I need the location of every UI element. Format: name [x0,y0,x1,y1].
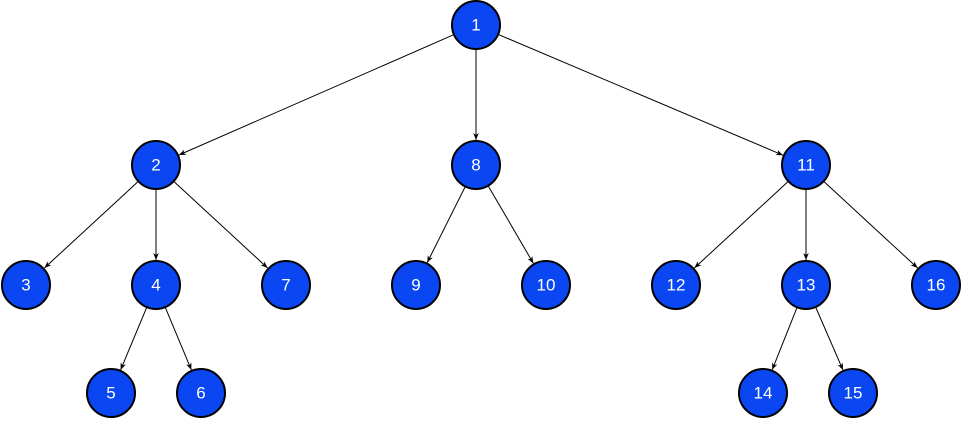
node-label-6: 6 [196,384,205,403]
node-9: 9 [391,260,441,310]
node-circle-2 [131,140,181,190]
edge-1-to-11 [497,33,784,156]
node-circle-14 [738,368,788,418]
node-circle-13 [781,260,831,310]
node-2: 2 [131,140,181,190]
node-5: 5 [86,368,136,418]
node-circle-12 [651,260,701,310]
node-11: 11 [781,140,831,190]
node-label-5: 5 [106,384,115,403]
node-label-16: 16 [927,276,946,295]
node-circle-5 [86,368,136,418]
node-circle-3 [1,260,51,310]
node-3: 3 [1,260,51,310]
edge-4-to-6 [164,307,192,371]
edge-8-to-10 [487,185,534,264]
node-label-7: 7 [281,276,290,295]
node-circle-6 [176,368,226,418]
node-label-12: 12 [667,276,686,295]
node-label-1: 1 [471,16,480,35]
edge-4-to-5 [120,307,148,371]
node-8: 8 [451,140,501,190]
node-1: 1 [451,0,501,50]
edge-13-to-14 [771,307,798,370]
node-15: 15 [828,368,878,418]
node-label-15: 15 [844,384,863,403]
node-circle-10 [521,260,571,310]
node-circle-1 [451,0,501,50]
node-label-13: 13 [797,276,816,295]
node-10: 10 [521,260,571,310]
node-13: 13 [781,260,831,310]
edge-1-to-2 [178,34,455,156]
node-label-10: 10 [537,276,556,295]
node-label-4: 4 [151,276,160,295]
node-label-14: 14 [754,384,773,403]
node-circle-15 [828,368,878,418]
node-label-2: 2 [151,156,160,175]
node-label-9: 9 [411,276,420,295]
edge-2-to-3 [44,180,139,269]
edge-11-to-12 [694,180,789,269]
node-12: 12 [651,260,701,310]
node-14: 14 [738,368,788,418]
node-7: 7 [261,260,311,310]
node-16: 16 [911,260,961,310]
node-circle-8 [451,140,501,190]
edge-13-to-15 [815,306,844,371]
edges-layer [44,33,918,371]
node-label-11: 11 [797,156,815,175]
node-label-8: 8 [471,156,480,175]
edge-8-to-9 [426,186,466,263]
node-circle-11 [781,140,831,190]
edge-2-to-7 [173,180,268,269]
node-circle-9 [391,260,441,310]
node-circle-7 [261,260,311,310]
edge-11-to-16 [823,180,918,269]
node-circle-4 [131,260,181,310]
node-4: 4 [131,260,181,310]
node-6: 6 [176,368,226,418]
node-label-3: 3 [21,276,30,295]
node-circle-16 [911,260,961,310]
